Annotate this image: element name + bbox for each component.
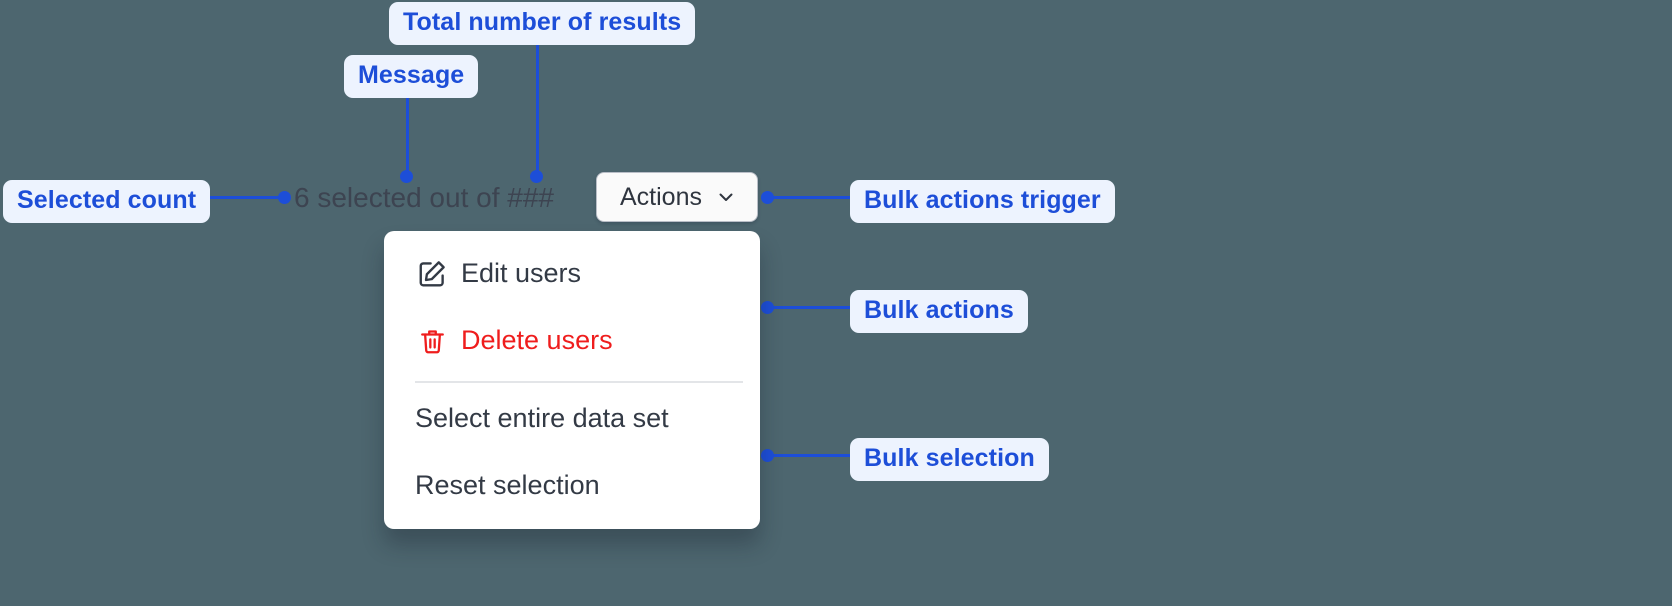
callout-bulk-actions-trigger: Bulk actions trigger (850, 180, 1115, 223)
callout-message: Message (344, 55, 479, 98)
menu-item-label: Delete users (461, 325, 613, 356)
bulk-actions-menu: Edit users Delete users Select entire da… (384, 231, 760, 529)
callout-bulk-selection: Bulk selection (850, 438, 1049, 481)
connector-selected-count (201, 196, 287, 199)
menu-item-delete-users[interactable]: Delete users (384, 310, 760, 372)
connector-bulk-actions (766, 306, 852, 309)
edit-pencil-square-icon (415, 257, 449, 291)
menu-separator (415, 381, 743, 383)
connector-message (406, 93, 409, 177)
connector-dot-selected-count (278, 191, 291, 204)
selected-count-text: 6 selected out of ### (294, 182, 554, 213)
callout-total-number-of-results: Total number of results (389, 2, 696, 45)
connector-bulk-selection (766, 454, 852, 457)
chevron-down-icon (718, 189, 734, 205)
connector-dot-bulk-trigger (761, 191, 774, 204)
callout-selected-count: Selected count (3, 180, 211, 223)
menu-item-select-entire-data-set[interactable]: Select entire data set (384, 388, 760, 450)
menu-item-label: Edit users (461, 258, 582, 289)
callout-bulk-actions: Bulk actions (850, 290, 1028, 333)
trash-icon (415, 324, 449, 358)
actions-button-label: Actions (620, 182, 702, 211)
bulk-actions-trigger-button[interactable]: Actions (596, 172, 758, 222)
menu-item-edit-users[interactable]: Edit users (384, 243, 760, 305)
connector-dot-bulk-selection (761, 449, 774, 462)
menu-item-reset-selection[interactable]: Reset selection (384, 455, 760, 517)
connector-dot-bulk-actions (761, 301, 774, 314)
connector-total-results (536, 40, 539, 177)
connector-bulk-trigger (766, 196, 852, 199)
connector-dot-total-results (530, 170, 543, 183)
connector-dot-message (400, 170, 413, 183)
menu-item-label: Reset selection (415, 470, 600, 501)
menu-item-label: Select entire data set (415, 403, 669, 434)
